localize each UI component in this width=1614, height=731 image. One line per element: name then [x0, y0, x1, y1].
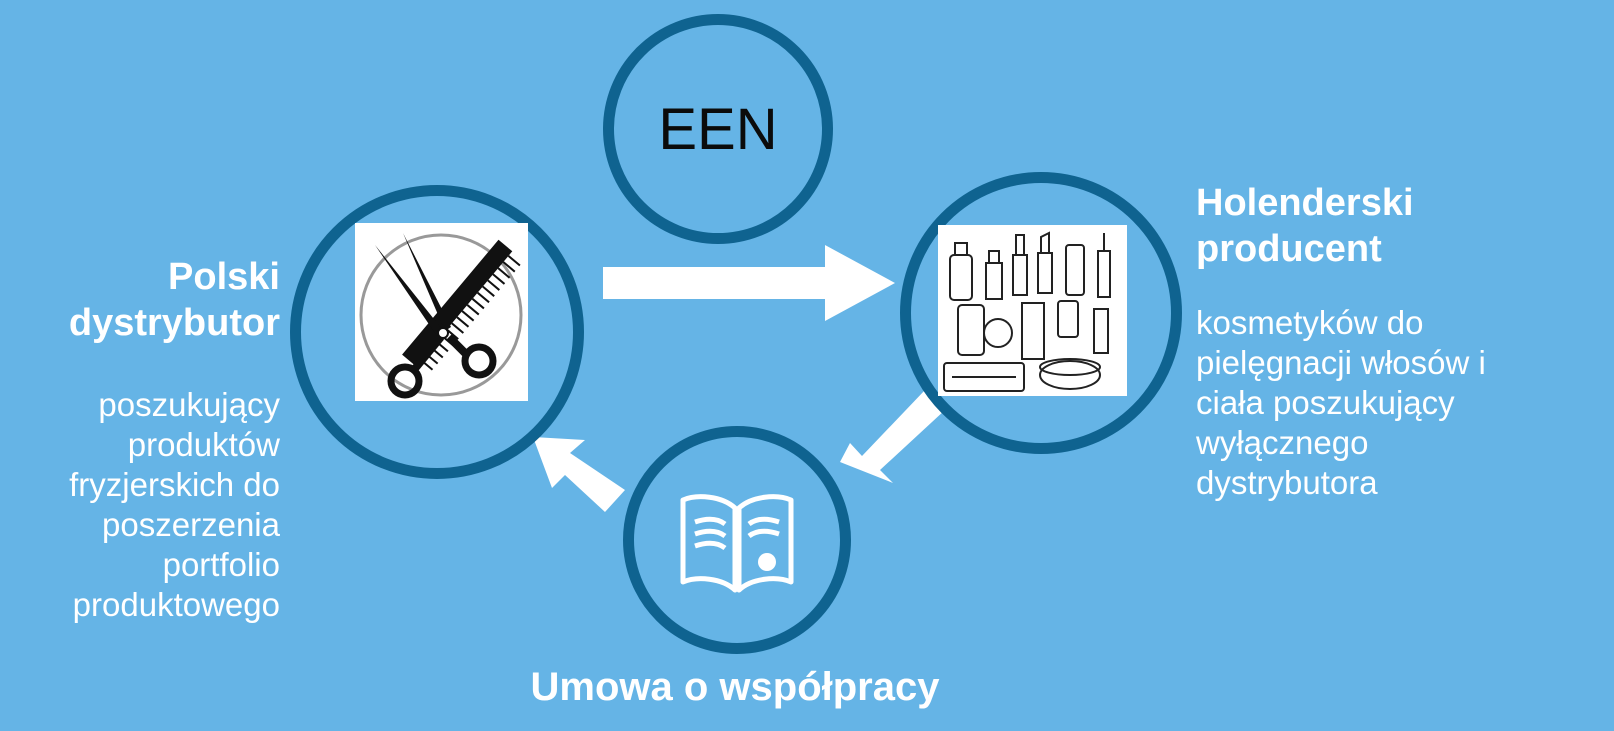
producer-title: Holenderski producent	[1196, 180, 1516, 272]
distributor-circle	[290, 185, 584, 479]
agreement-circle	[623, 426, 851, 654]
een-circle	[603, 14, 833, 244]
distributor-desc-line: produktowego	[72, 586, 280, 623]
arrow-to-distributor	[533, 437, 625, 512]
producer-circle	[900, 172, 1182, 454]
distributor-desc-line: portfolio	[162, 546, 280, 583]
producer-desc-line: dystrybutora	[1196, 464, 1378, 501]
distributor-desc-line: poszerzenia	[102, 506, 280, 543]
open-book-icon	[680, 494, 794, 593]
distributor-desc-line: poszukujący	[98, 386, 280, 423]
producer-desc-line: ciała poszukujący	[1196, 384, 1455, 421]
producer-title-line2: producent	[1196, 228, 1382, 270]
een-label: EEN	[658, 96, 778, 162]
cosmetics-icon	[938, 225, 1127, 396]
distributor-desc-line: produktów	[127, 426, 280, 463]
producer-desc-line: kosmetyków do	[1196, 304, 1424, 341]
distributor-description: poszukujący produktów fryzjerskich do po…	[0, 385, 280, 625]
producer-description: kosmetyków do pielęgnacji włosów i ciała…	[1196, 303, 1606, 503]
distributor-title: Polski dystrybutor	[0, 254, 280, 346]
scissors-comb-icon	[355, 223, 528, 401]
distributor-title-line1: Polski	[168, 256, 280, 298]
producer-desc-line: wyłącznego	[1196, 424, 1369, 461]
distributor-title-line2: dystrybutor	[68, 302, 280, 344]
agreement-title: Umowa o współpracy	[530, 665, 940, 709]
distributor-desc-line: fryzjerskich do	[69, 466, 280, 503]
producer-desc-line: pielęgnacji włosów i	[1196, 344, 1486, 381]
producer-title-line1: Holenderski	[1196, 182, 1414, 224]
arrow-to-producer	[603, 245, 895, 321]
arrow-to-agreement	[840, 390, 945, 483]
